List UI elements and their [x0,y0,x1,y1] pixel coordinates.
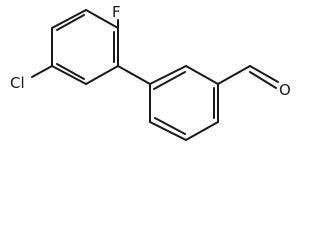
bond [149,121,187,141]
aldehyde-double-bond [249,65,279,83]
chemical-structure: F Cl O [10,3,291,141]
atom-label-chlorine: Cl [10,74,25,92]
biaryl-bond [117,65,151,85]
bond [85,65,119,85]
bond [185,65,219,85]
right-benzene-ring [149,65,219,141]
bond [149,65,187,85]
bond [85,9,119,29]
bond [56,63,85,80]
atom-label-oxygen: O [279,81,291,99]
bond-c-cl [31,65,53,78]
bond [51,9,87,29]
bond [185,121,219,141]
bond [56,14,85,31]
bond [153,71,186,90]
aldehyde-double-bond-inner [249,71,277,89]
left-benzene-ring [51,9,119,85]
bond-c-cho [217,65,251,85]
bond [154,117,186,135]
bond [51,65,87,85]
atom-label-fluorine: F [112,3,121,21]
